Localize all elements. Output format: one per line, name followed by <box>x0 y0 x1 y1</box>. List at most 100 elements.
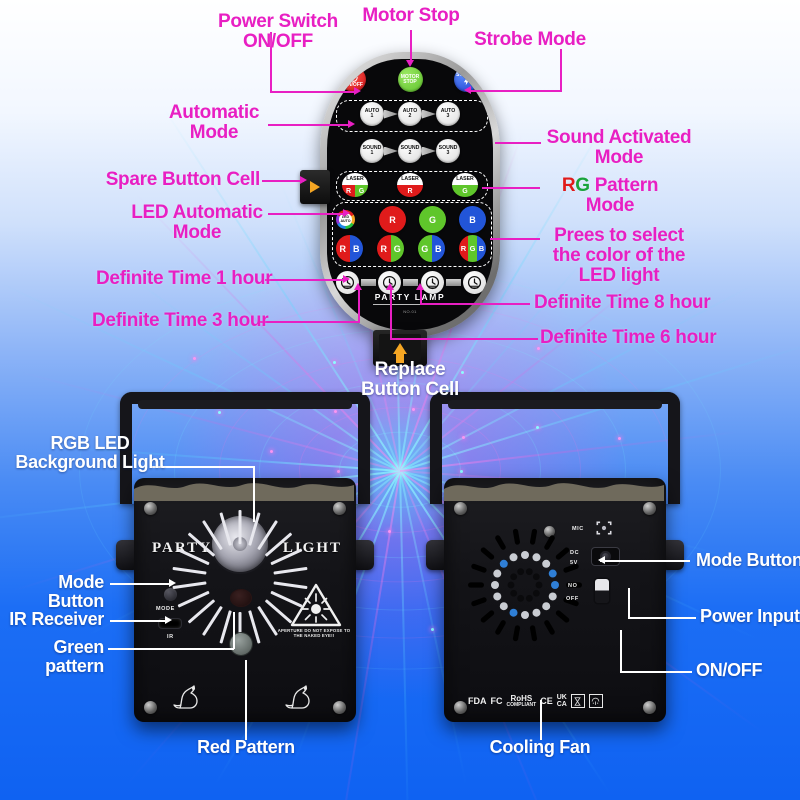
callout-rgb-led-bg: RGB LED Background Light <box>15 433 165 472</box>
leader-ledauto-h <box>268 213 346 215</box>
lens-spike <box>201 605 223 637</box>
laser-button-2-label: LASER <box>397 173 423 186</box>
leader-motor-v <box>410 30 412 62</box>
tilt-knob-left-2[interactable] <box>351 540 374 570</box>
color-segment-G: G <box>419 206 446 233</box>
leader-strobe-v <box>560 49 562 91</box>
button-connector <box>422 109 436 119</box>
brand-underline <box>373 304 447 305</box>
lens-spike <box>238 510 242 544</box>
timer-6-hour[interactable] <box>420 271 444 294</box>
color-button-G[interactable]: G <box>419 206 446 233</box>
laser-spark <box>618 436 622 440</box>
timer-8-hour[interactable] <box>462 271 486 294</box>
callout-mode-button-left: Mode Button <box>47 572 104 611</box>
timer-connector <box>361 279 377 286</box>
top-wave-trim-right <box>444 483 664 501</box>
leader-rgbled-v <box>253 466 255 522</box>
leader-modeR-h <box>600 560 690 562</box>
power-input-jack[interactable] <box>592 548 619 565</box>
laser-spark <box>412 408 416 412</box>
callout-ir-receiver: IR Receiver <box>9 609 104 629</box>
leader-powerin-h <box>628 617 696 619</box>
color-segment-G: G <box>355 185 368 197</box>
mode-button-left[interactable] <box>164 588 177 601</box>
laser-warning-text: APERTURE DO NOT EXPOSE TO THE NAKED EYE!… <box>277 628 351 639</box>
screw-back-left-top <box>454 502 467 515</box>
cert-fc: FC <box>490 696 503 706</box>
laser-spark <box>218 410 222 414</box>
leader-motor-arrow <box>406 60 414 67</box>
tilt-knob-right-2[interactable] <box>661 540 684 570</box>
color-segment-R: R <box>459 235 468 262</box>
color-segment-B: B <box>349 235 363 262</box>
color-button-B[interactable]: B <box>459 206 486 233</box>
screw-right-top <box>333 502 346 515</box>
projector-back: MIC DC 5V NO OFF FDA FC RoHS <box>426 392 684 722</box>
auto-button-3-line2: 3 <box>446 113 450 119</box>
weee-icon <box>570 694 585 708</box>
laser-spark <box>193 356 197 360</box>
top-wave-trim-left <box>134 483 354 501</box>
green-pattern-lens <box>230 633 252 655</box>
power-button[interactable]: ON/OFF <box>341 67 366 92</box>
leader-modeL-h <box>110 583 172 585</box>
callout-power-switch: Power Switch ON/OFF <box>218 11 338 52</box>
callout-mode-button-right: Mode Button <box>696 550 800 570</box>
cert-ca: CA <box>556 701 567 708</box>
callout-rg-pattern: RG Pattern Mode <box>530 176 690 216</box>
laser-spark <box>388 529 392 533</box>
button-connector <box>422 146 436 156</box>
leader-sound-h <box>495 142 541 144</box>
remote-top-row: ON/OFF MOTOR STOP STROBE <box>341 67 479 92</box>
battery-eject-arrow-icon <box>393 342 407 363</box>
button-connector <box>384 146 398 156</box>
leader-t3-arrow <box>354 283 362 290</box>
cert-ce: CE <box>540 696 553 706</box>
laser-spark <box>333 410 337 414</box>
switch-on-label: NO <box>568 583 578 589</box>
color-segment-G: G <box>418 235 432 262</box>
laser-spark <box>537 346 541 350</box>
auto-button-3-line1: AUTO <box>440 108 456 115</box>
projector-back-body: MIC DC 5V NO OFF FDA FC RoHS <box>444 478 666 722</box>
auto-button-1-line2: 1 <box>370 113 374 119</box>
color-button-R[interactable]: R <box>379 206 406 233</box>
leader-t6-arrow <box>386 283 394 290</box>
leader-t8-h <box>420 303 530 305</box>
leader-t3-v <box>358 288 360 322</box>
callout-time-6: Definite Time 6 hour <box>540 327 717 348</box>
laser-spark <box>337 470 340 473</box>
callout-strobe-mode: Strobe Mode <box>474 29 586 50</box>
sound-button-3-line1: SOUND <box>438 145 458 152</box>
auto-button-1-line1: AUTO <box>364 108 380 115</box>
keep-dry-icon <box>588 694 603 708</box>
laser-spark <box>333 361 337 364</box>
leader-onoff-h <box>620 671 692 673</box>
leader-t8-v <box>420 288 422 304</box>
power-rocker-switch[interactable] <box>595 579 609 603</box>
motor-stop-button[interactable]: MOTOR STOP <box>397 67 423 92</box>
callout-green-pattern: Green pattern <box>45 637 104 676</box>
clock-icon <box>425 275 439 290</box>
tilt-knob-left-1[interactable] <box>116 540 139 570</box>
leader-power-h <box>270 91 356 93</box>
laser-button-3-label: LASER <box>452 173 478 186</box>
tilt-knob-right-1[interactable] <box>426 540 449 570</box>
sound-button-2-line2: 2 <box>408 150 412 156</box>
